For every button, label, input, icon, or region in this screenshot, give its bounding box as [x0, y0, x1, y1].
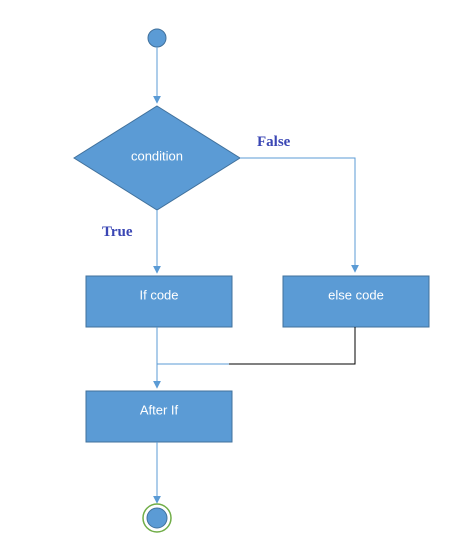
else-code-box	[282, 275, 430, 328]
start-node	[147, 28, 167, 48]
false-branch-label: False	[257, 134, 291, 150]
end-node	[146, 507, 168, 529]
decision-label: condition	[131, 148, 183, 163]
connector-else-merge	[229, 327, 356, 365]
connector-false-branch	[240, 157, 359, 273]
after-if-label: After If	[140, 402, 179, 417]
else-code-label: else code	[328, 287, 384, 302]
if-code-box	[85, 275, 233, 328]
after-if-box	[85, 390, 233, 443]
true-branch-label: True	[102, 224, 133, 240]
if-code-label: If code	[139, 287, 178, 302]
end-node-ring	[142, 503, 172, 533]
